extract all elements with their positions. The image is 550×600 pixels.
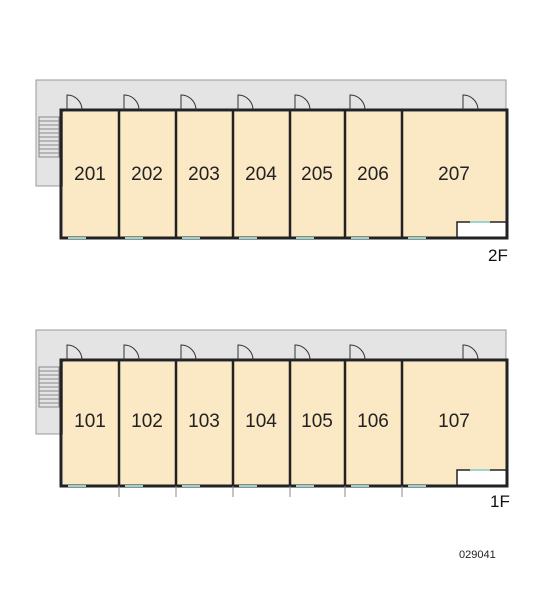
stairs-2f <box>38 116 60 158</box>
room-202: 202 <box>131 164 163 185</box>
room-101: 101 <box>74 411 106 432</box>
room-107: 107 <box>438 411 470 432</box>
property-code: 029041 <box>459 549 496 561</box>
room-104: 104 <box>245 411 277 432</box>
room-206: 206 <box>357 164 389 185</box>
room-205: 205 <box>301 164 333 185</box>
room-102: 102 <box>131 411 163 432</box>
room-203: 203 <box>188 164 220 185</box>
floor-2f: 201 202 203 204 205 206 207 2F <box>35 79 509 265</box>
floor-1f: 101 102 103 104 105 106 107 1F <box>35 329 510 511</box>
room-204: 204 <box>245 164 277 185</box>
floor-label-2f: 2F <box>488 246 508 265</box>
room-201: 201 <box>74 164 106 185</box>
room-106: 106 <box>357 411 389 432</box>
floor-label-1f: 1F <box>490 492 510 511</box>
stairs-1f <box>38 366 60 408</box>
room-103: 103 <box>188 411 220 432</box>
room-105: 105 <box>301 411 333 432</box>
room-207: 207 <box>438 164 470 185</box>
